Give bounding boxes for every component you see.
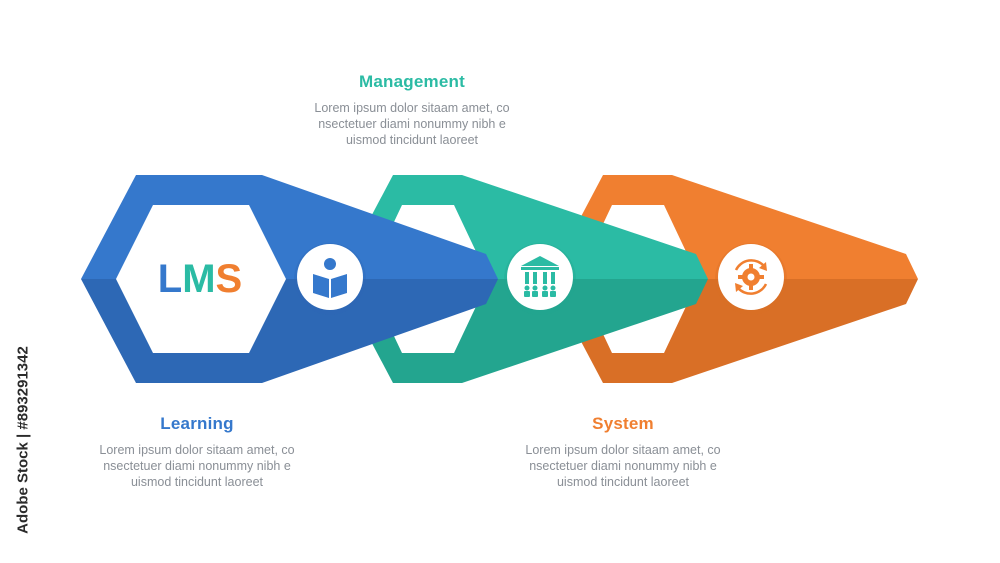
system-icon-circle xyxy=(715,243,787,315)
system-description: Lorem ipsum dolor sitaam amet, co nsecte… xyxy=(525,443,721,489)
lms-letter-m: M xyxy=(182,257,215,301)
learning-icon-circle xyxy=(294,243,366,315)
lms-label: LMS xyxy=(158,257,242,301)
management-title: Management xyxy=(359,72,465,91)
stock-watermark: Adobe Stock | #893291342 xyxy=(14,346,32,534)
learning-description: Lorem ipsum dolor sitaam amet, co nsecte… xyxy=(99,443,295,489)
management-text-block: Management Lorem ipsum dolor sitaam amet… xyxy=(292,72,532,148)
management-description: Lorem ipsum dolor sitaam amet, co nsecte… xyxy=(314,101,510,147)
lms-letter-l: L xyxy=(158,257,182,301)
learning-text-block: Learning Lorem ipsum dolor sitaam amet, … xyxy=(77,414,317,490)
learning-arrow xyxy=(81,175,498,383)
learning-title: Learning xyxy=(160,414,234,433)
gear-refresh-icon xyxy=(734,259,768,295)
lms-letter-s: S xyxy=(216,257,243,301)
institution-building-icon xyxy=(521,256,559,297)
system-text-block: System Lorem ipsum dolor sitaam amet, co… xyxy=(503,414,743,490)
reader-book-icon xyxy=(313,258,347,298)
center-hex xyxy=(116,205,286,353)
system-title: System xyxy=(592,414,654,433)
management-icon-circle xyxy=(504,243,576,315)
